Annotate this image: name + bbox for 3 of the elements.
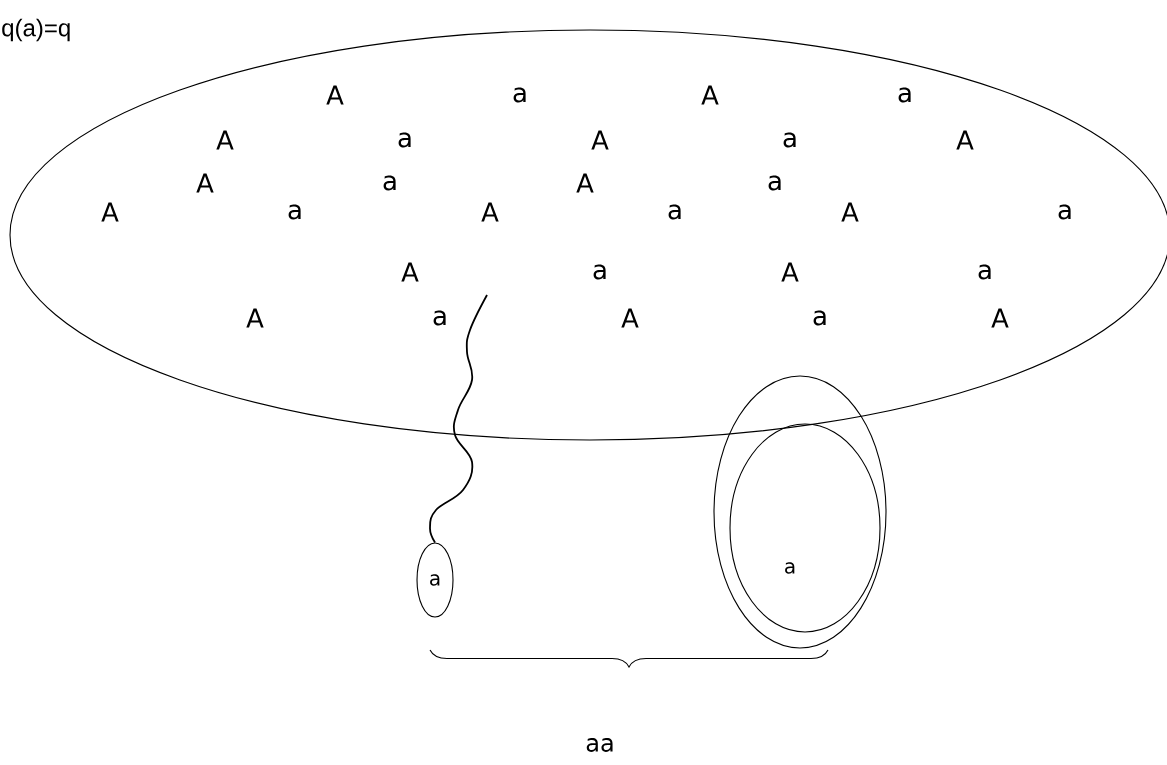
wavy-line <box>429 294 488 544</box>
label: aa <box>586 738 613 752</box>
circle <box>713 375 887 649</box>
